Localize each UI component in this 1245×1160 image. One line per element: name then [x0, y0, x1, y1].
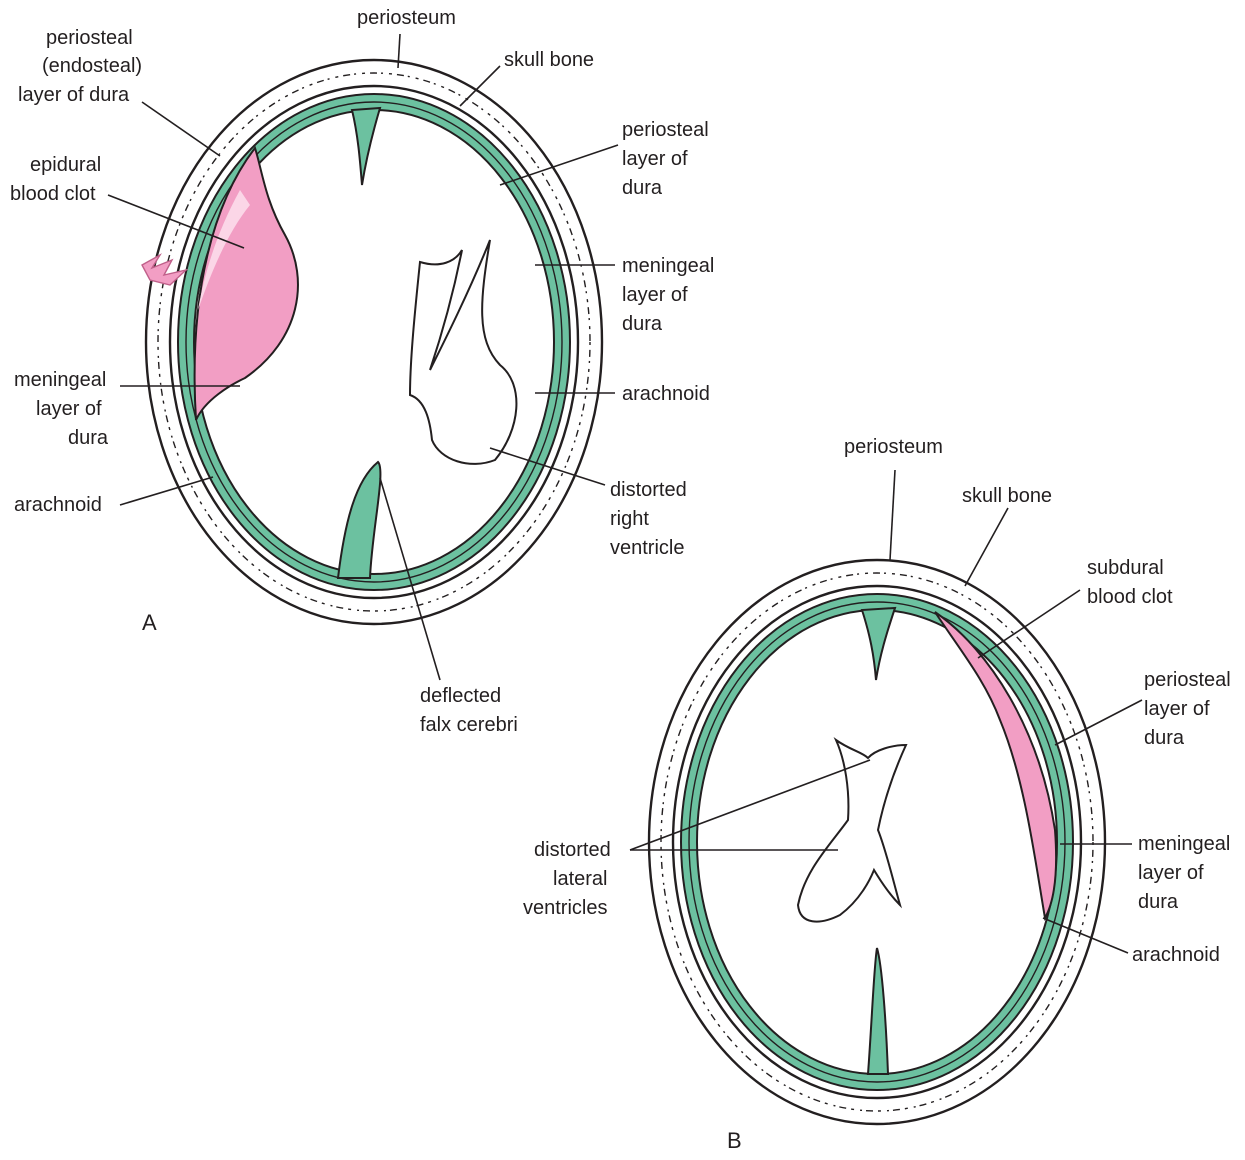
label-epidural-line1: epidural — [30, 154, 101, 176]
panel-letter-b: B — [727, 1128, 742, 1153]
label-ventricle-line1: distorted — [610, 479, 687, 501]
label-periosteal-right-line1: periosteal — [622, 119, 709, 141]
label-ventricle-line3: ventricle — [610, 537, 684, 559]
label-periosteal-b-line1: periosteal — [1144, 669, 1231, 691]
label-ventricles-line3: ventricles — [523, 897, 607, 919]
label-periosteal-b-line2: layer of — [1144, 698, 1210, 720]
label-epidural-line2: blood clot — [10, 183, 96, 205]
label-meningeal-left-line3: dura — [68, 427, 109, 449]
label-meningeal-right-line1: meningeal — [622, 255, 714, 277]
label-periosteal-endosteal-line3: layer of dura — [18, 84, 130, 106]
label-periosteum-b: periosteum — [844, 436, 943, 458]
label-falx-line2: falx cerebri — [420, 714, 518, 736]
label-periosteal-endosteal-line2: (endosteal) — [42, 55, 142, 77]
label-skull-bone-a: skull bone — [504, 49, 594, 71]
label-periosteum-a: periosteum — [357, 7, 456, 29]
label-falx-line1: deflected — [420, 685, 501, 707]
label-meningeal-b-line1: meningeal — [1138, 833, 1230, 855]
panel-b-subdural-hematoma — [649, 560, 1105, 1124]
label-meningeal-right-line3: dura — [622, 313, 663, 335]
label-arachnoid-left: arachnoid — [14, 494, 102, 516]
panel-a-epidural-hematoma — [142, 60, 602, 624]
panel-letter-a: A — [142, 610, 157, 635]
label-ventricles-line1: distorted — [534, 839, 611, 861]
label-arachnoid-b: arachnoid — [1132, 944, 1220, 966]
label-skull-bone-b: skull bone — [962, 485, 1052, 507]
label-meningeal-b-line2: layer of — [1138, 862, 1204, 884]
label-periosteal-endosteal-line1: periosteal — [46, 27, 133, 49]
label-ventricles-line2: lateral — [553, 868, 607, 890]
label-subdural-line2: blood clot — [1087, 586, 1173, 608]
label-periosteal-right-line3: dura — [622, 177, 663, 199]
label-arachnoid-right-a: arachnoid — [622, 383, 710, 405]
label-meningeal-left-line2: layer of — [36, 398, 102, 420]
label-meningeal-right-line2: layer of — [622, 284, 688, 306]
label-subdural-line1: subdural — [1087, 557, 1164, 579]
label-periosteal-right-line2: layer of — [622, 148, 688, 170]
label-ventricle-line2: right — [610, 508, 649, 530]
label-periosteal-b-line3: dura — [1144, 727, 1185, 749]
label-meningeal-b-line3: dura — [1138, 891, 1179, 913]
label-meningeal-left-line1: meningeal — [14, 369, 106, 391]
